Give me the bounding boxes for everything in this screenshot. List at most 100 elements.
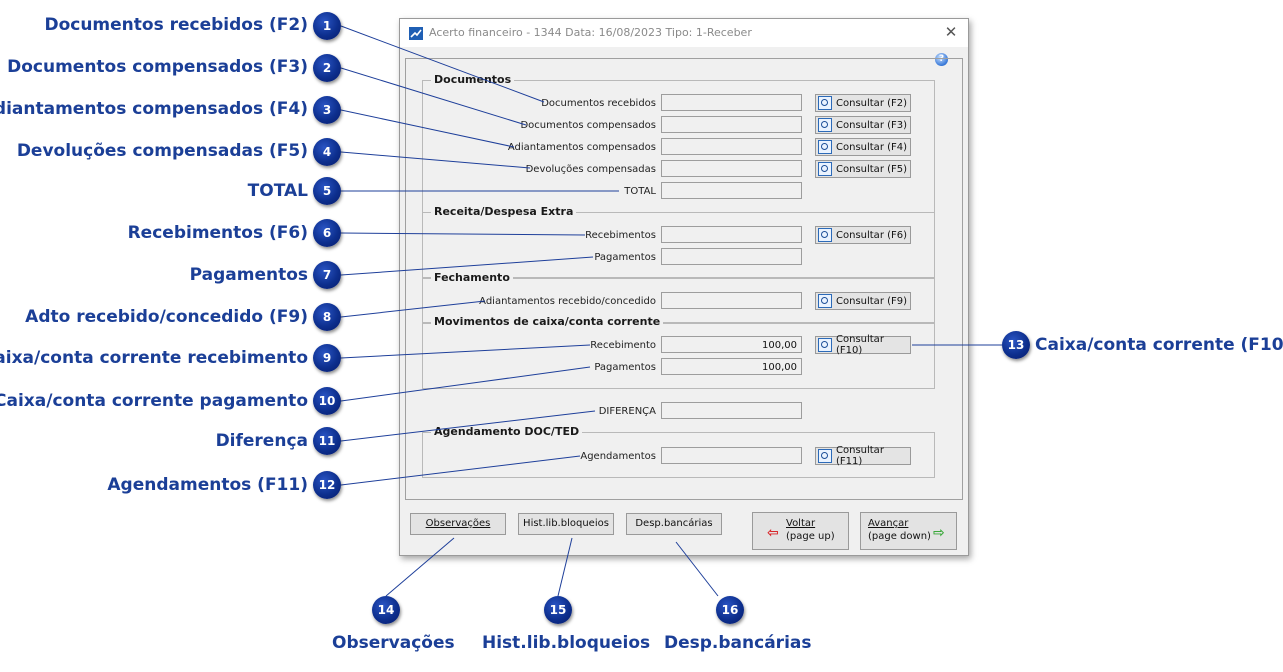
consultar-f11-label: Consultar (F11) <box>836 445 884 467</box>
callout-text-5: TOTAL <box>247 181 308 201</box>
group-title-agendamento: Agendamento DOC/TED <box>431 425 583 438</box>
callout-badge-15: 15 <box>544 596 572 624</box>
callout-text-4: Devoluções compensadas (F5) <box>16 141 308 161</box>
callout-text-10: Caixa/conta corrente pagamento <box>0 391 308 411</box>
callout-badge-1: 1 <box>313 12 341 40</box>
callout-text-15: Hist.lib.bloqueios <box>482 633 651 653</box>
label-recebimentos: Recebimentos <box>585 230 656 241</box>
consultar-f11-button[interactable]: Consultar (F11) <box>815 445 911 467</box>
callout-badge-8: 8 <box>313 303 341 331</box>
label-devolucoes-compensadas: Devoluções compensadas <box>525 164 656 175</box>
consultar-f10-button[interactable]: Consultar (F10) <box>815 334 911 356</box>
label-recebimento: Recebimento <box>590 340 656 351</box>
consultar-f3-button[interactable]: Consultar (F3) <box>815 116 911 134</box>
consultar-f10-label: Consultar (F10) <box>836 334 884 356</box>
callout-text-3: Adiantamentos compensados (F4) <box>0 99 308 119</box>
consultar-f2-button[interactable]: Consultar (F2) <box>815 94 911 112</box>
desp-bancarias-button[interactable]: Desp.bancárias <box>626 513 722 535</box>
callout-badge-9: 9 <box>313 344 341 372</box>
consultar-f9-button[interactable]: Consultar (F9) <box>815 292 911 310</box>
hist-lib-bloqueios-button[interactable]: Hist.lib.bloqueios <box>518 513 614 535</box>
callout-text-14: Observações <box>332 633 455 653</box>
group-receita-despesa-extra <box>422 212 935 278</box>
arrow-right-icon: ⇨ <box>933 525 945 541</box>
consultar-f5-label: Consultar (F5) <box>836 163 908 175</box>
callout-badge-10: 10 <box>313 387 341 415</box>
magnifier-icon <box>818 118 832 132</box>
callout-text-8: Adto recebido/concedido (F9) <box>25 307 308 327</box>
avancar-button[interactable]: Avançar (page down) ⇨ <box>860 512 957 550</box>
callout-badge-3: 3 <box>313 96 341 124</box>
observacoes-button[interactable]: Observações <box>410 513 506 535</box>
field-diferenca[interactable] <box>661 402 802 419</box>
field-documentos-recebidos[interactable] <box>661 94 802 111</box>
callout-text-7: Pagamentos <box>189 265 308 285</box>
magnifier-icon <box>818 162 832 176</box>
group-title-movimentos-caixa: Movimentos de caixa/conta corrente <box>431 315 664 328</box>
field-pagamentos[interactable] <box>661 248 802 265</box>
callout-badge-6: 6 <box>313 219 341 247</box>
consultar-f5-button[interactable]: Consultar (F5) <box>815 160 911 178</box>
field-devolucoes-compensadas[interactable] <box>661 160 802 177</box>
voltar-line2: (page up) <box>786 531 835 542</box>
magnifier-icon <box>818 449 832 463</box>
consultar-f2-label: Consultar (F2) <box>836 97 908 109</box>
callout-badge-5: 5 <box>313 177 341 205</box>
callout-text-16: Desp.bancárias <box>664 633 812 653</box>
app-icon <box>409 27 423 40</box>
field-adiantamentos-recebido-concedido[interactable] <box>661 292 802 309</box>
callout-text-1: Documentos recebidos (F2) <box>44 15 308 35</box>
label-mov-pagamentos: Pagamentos <box>594 362 656 373</box>
consultar-f6-label: Consultar (F6) <box>836 229 908 241</box>
field-mov-pagamentos[interactable]: 100,00 <box>661 358 802 375</box>
avancar-label: Avançar (page down) <box>868 517 931 543</box>
callout-badge-7: 7 <box>313 261 341 289</box>
field-total[interactable] <box>661 182 802 199</box>
label-adiantamentos-compensados: Adiantamentos compensados <box>507 142 656 153</box>
callout-badge-16: 16 <box>716 596 744 624</box>
avancar-line1: Avançar <box>868 518 909 529</box>
callout-badge-4: 4 <box>313 138 341 166</box>
callout-badge-14: 14 <box>372 596 400 624</box>
field-recebimento[interactable]: 100,00 <box>661 336 802 353</box>
callout-text-9: Caixa/conta corrente recebimento <box>0 348 308 368</box>
consultar-f6-button[interactable]: Consultar (F6) <box>815 226 911 244</box>
label-documentos-recebidos: Documentos recebidos <box>541 98 656 109</box>
title-bar: Acerto financeiro - 1344 Data: 16/08/202… <box>400 19 968 47</box>
arrow-left-icon: ⇦ <box>767 525 779 541</box>
field-recebimentos[interactable] <box>661 226 802 243</box>
label-total: TOTAL <box>624 186 656 197</box>
group-title-documentos: Documentos <box>431 73 515 86</box>
window-title: Acerto financeiro - 1344 Data: 16/08/202… <box>429 26 752 39</box>
group-title-fechamento: Fechamento <box>431 271 513 284</box>
field-adiantamentos-compensados[interactable] <box>661 138 802 155</box>
help-icon[interactable]: ? <box>935 53 948 66</box>
callout-text-12: Agendamentos (F11) <box>107 475 308 495</box>
close-button[interactable]: ✕ <box>944 23 958 41</box>
voltar-button[interactable]: ⇦ Voltar (page up) <box>752 512 849 550</box>
callout-text-6: Recebimentos (F6) <box>127 223 308 243</box>
avancar-line2: (page down) <box>868 531 931 542</box>
callout-text-11: Diferença <box>215 431 308 451</box>
main-panel: Documentos Documentos recebidos Consulta… <box>405 58 963 500</box>
callout-badge-2: 2 <box>313 54 341 82</box>
group-agendamento-doc-ted <box>422 432 935 478</box>
callout-badge-12: 12 <box>313 471 341 499</box>
callout-text-13: Caixa/conta corrente (F10) <box>1035 335 1283 355</box>
consultar-f3-label: Consultar (F3) <box>836 119 908 131</box>
magnifier-icon <box>818 228 832 242</box>
group-title-receita-despesa-extra: Receita/Despesa Extra <box>431 205 577 218</box>
magnifier-icon <box>818 338 832 352</box>
acerto-financeiro-window: Acerto financeiro - 1344 Data: 16/08/202… <box>399 18 969 556</box>
field-agendamentos[interactable] <box>661 447 802 464</box>
magnifier-icon <box>818 140 832 154</box>
consultar-f9-label: Consultar (F9) <box>836 295 908 307</box>
consultar-f4-button[interactable]: Consultar (F4) <box>815 138 911 156</box>
voltar-label: Voltar (page up) <box>786 517 835 543</box>
callout-badge-13: 13 <box>1002 331 1030 359</box>
callout-text-2: Documentos compensados (F3) <box>7 57 308 77</box>
label-adiantamentos-recebido-concedido: Adiantamentos recebido/concedido <box>479 296 656 307</box>
label-documentos-compensados: Documentos compensados <box>520 120 656 131</box>
consultar-f4-label: Consultar (F4) <box>836 141 908 153</box>
field-documentos-compensados[interactable] <box>661 116 802 133</box>
